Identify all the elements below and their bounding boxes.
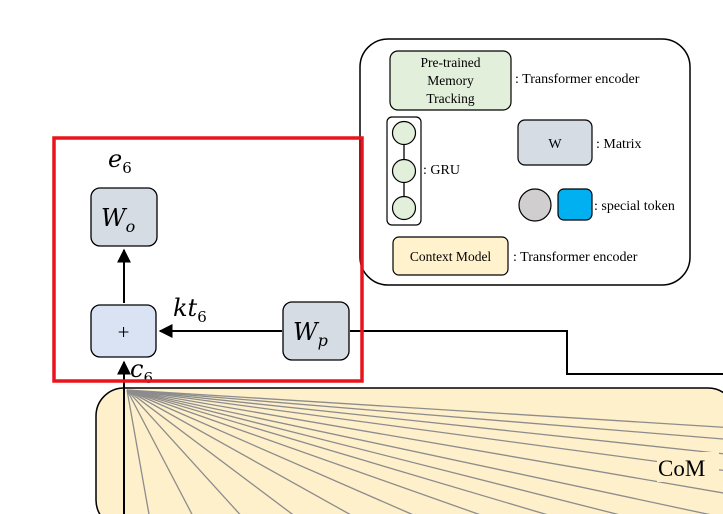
pretrained-line-3: Tracking [426,91,475,106]
gru-cell-2 [391,158,417,184]
context-model-box [392,236,509,276]
e6-label: e6 [108,145,132,177]
gru-cell-1 [391,120,417,146]
context-model-label: Context Model [410,249,492,264]
plus-node: + [90,304,157,358]
special-token-description: : special token [594,199,675,214]
wp-output-connector [350,330,723,375]
wo-box [90,187,158,247]
wp-node: Wp [282,301,350,361]
wo-label: Wo [101,204,135,236]
wo-node: Wo [90,187,158,247]
highlight-box [52,136,364,383]
attention-fan-lines [126,389,723,514]
context-model-description: : Transformer encoder [513,250,638,265]
wp-box [282,301,350,361]
matrix-box [517,119,593,166]
c6-label: c6 [130,355,153,387]
special-token-blue [557,188,593,221]
matrix-description: : Matrix [596,137,642,152]
pretrained-line-1: Pre-trained [421,55,481,70]
gru-description: : GRU [423,163,460,178]
pretrained-memory-tracking-box [389,50,512,111]
gru-cell-3 [391,195,417,221]
kt6-label: kt6 [173,294,207,326]
special-token-gray [518,188,552,222]
com-label: CoM [658,456,705,481]
com-label-bg [657,452,719,482]
pretrained-line-2: Memory [427,73,474,88]
matrix-box-label: W [548,137,562,152]
com-block: CoM [95,387,723,514]
wp-label: Wp [293,318,328,350]
plus-label: + [118,320,130,344]
legend: Pre-trained Memory Tracking : Transforme… [359,38,691,286]
pretrained-description: : Transformer encoder [515,72,640,87]
plus-box [90,304,157,358]
